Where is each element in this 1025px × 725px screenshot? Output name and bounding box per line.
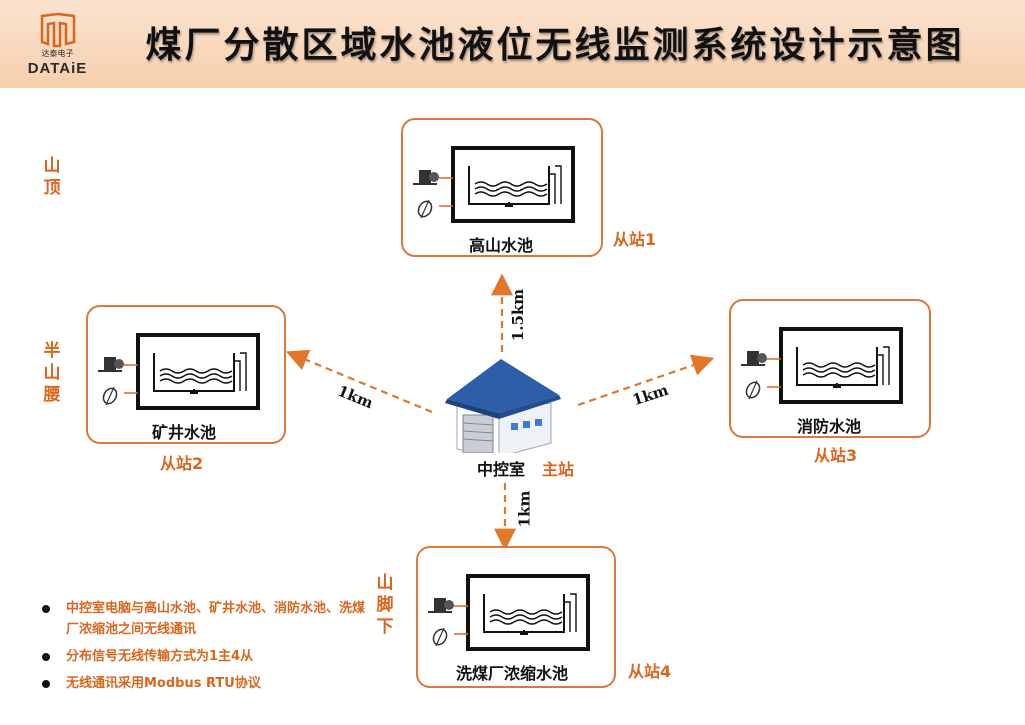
terrain-label-mid: 半山腰	[43, 341, 61, 405]
station-2-label: 从站2	[160, 454, 204, 473]
terrain-label-top: 山顶	[43, 156, 61, 198]
notes-list: 中控室电脑与高山水池、矿井水池、消防水池、洗煤厂浓缩池之间无线通讯 分布信号无线…	[40, 598, 370, 700]
distance-label-station-1: 1.5km	[509, 288, 528, 342]
note-text: 中控室电脑与高山水池、矿井水池、消防水池、洗煤厂浓缩池之间无线通讯	[66, 601, 366, 637]
logo-mark-icon	[40, 12, 76, 48]
logo-wordmark: DATAiE	[27, 60, 88, 77]
pool-name-station-3: 消防水池	[797, 417, 862, 436]
company-logo: 达泰电子 DATAiE	[20, 12, 95, 80]
control-room-label: 中控室	[477, 460, 526, 479]
station-4-box: 洗煤厂浓缩水池	[416, 546, 616, 688]
pool-name-station-2: 矿井水池	[152, 423, 217, 442]
logo-subtitle: 达泰电子	[41, 49, 74, 58]
station-4-label: 从站4	[628, 662, 672, 681]
station-3-box: 消防水池	[729, 299, 931, 438]
page-title: 煤厂分散区域水池液位无线监测系统设计示意图	[145, 25, 965, 66]
pool-schematic-icon	[98, 333, 260, 410]
pool-schematic-icon	[428, 574, 590, 651]
station-1-box: 高山水池	[401, 118, 603, 257]
note-item: 中控室电脑与高山水池、矿井水池、消防水池、洗煤厂浓缩池之间无线通讯	[40, 598, 370, 640]
station-2-box: 矿井水池	[86, 305, 286, 444]
pool-name-station-1: 高山水池	[469, 236, 534, 255]
pool-schematic-icon	[413, 146, 575, 223]
control-room-building-icon	[445, 359, 561, 453]
station-1-label: 从站1	[613, 230, 657, 249]
note-text: 分布信号无线传输方式为1主4从	[66, 649, 254, 664]
bullet-icon	[42, 680, 50, 688]
station-3-label: 从站3	[814, 446, 858, 465]
header-banner: 达泰电子 DATAiE 煤厂分散区域水池液位无线监测系统设计示意图	[0, 0, 1025, 88]
distance-label-station-4: 1km	[515, 490, 534, 528]
pool-schematic-icon	[741, 327, 903, 404]
note-item: 分布信号无线传输方式为1主4从	[40, 646, 370, 667]
bullet-icon	[42, 653, 50, 661]
note-text: 无线通讯采用Modbus RTU协议	[66, 676, 261, 691]
terrain-label-bottom: 山脚下	[376, 573, 394, 637]
pool-name-station-4: 洗煤厂浓缩水池	[456, 664, 569, 683]
master-station-label: 主站	[542, 460, 575, 479]
bullet-icon	[42, 605, 50, 613]
arrow-to-station-2	[285, 349, 433, 414]
arrow-to-station-3	[577, 354, 715, 407]
note-item: 无线通讯采用Modbus RTU协议	[40, 673, 370, 694]
